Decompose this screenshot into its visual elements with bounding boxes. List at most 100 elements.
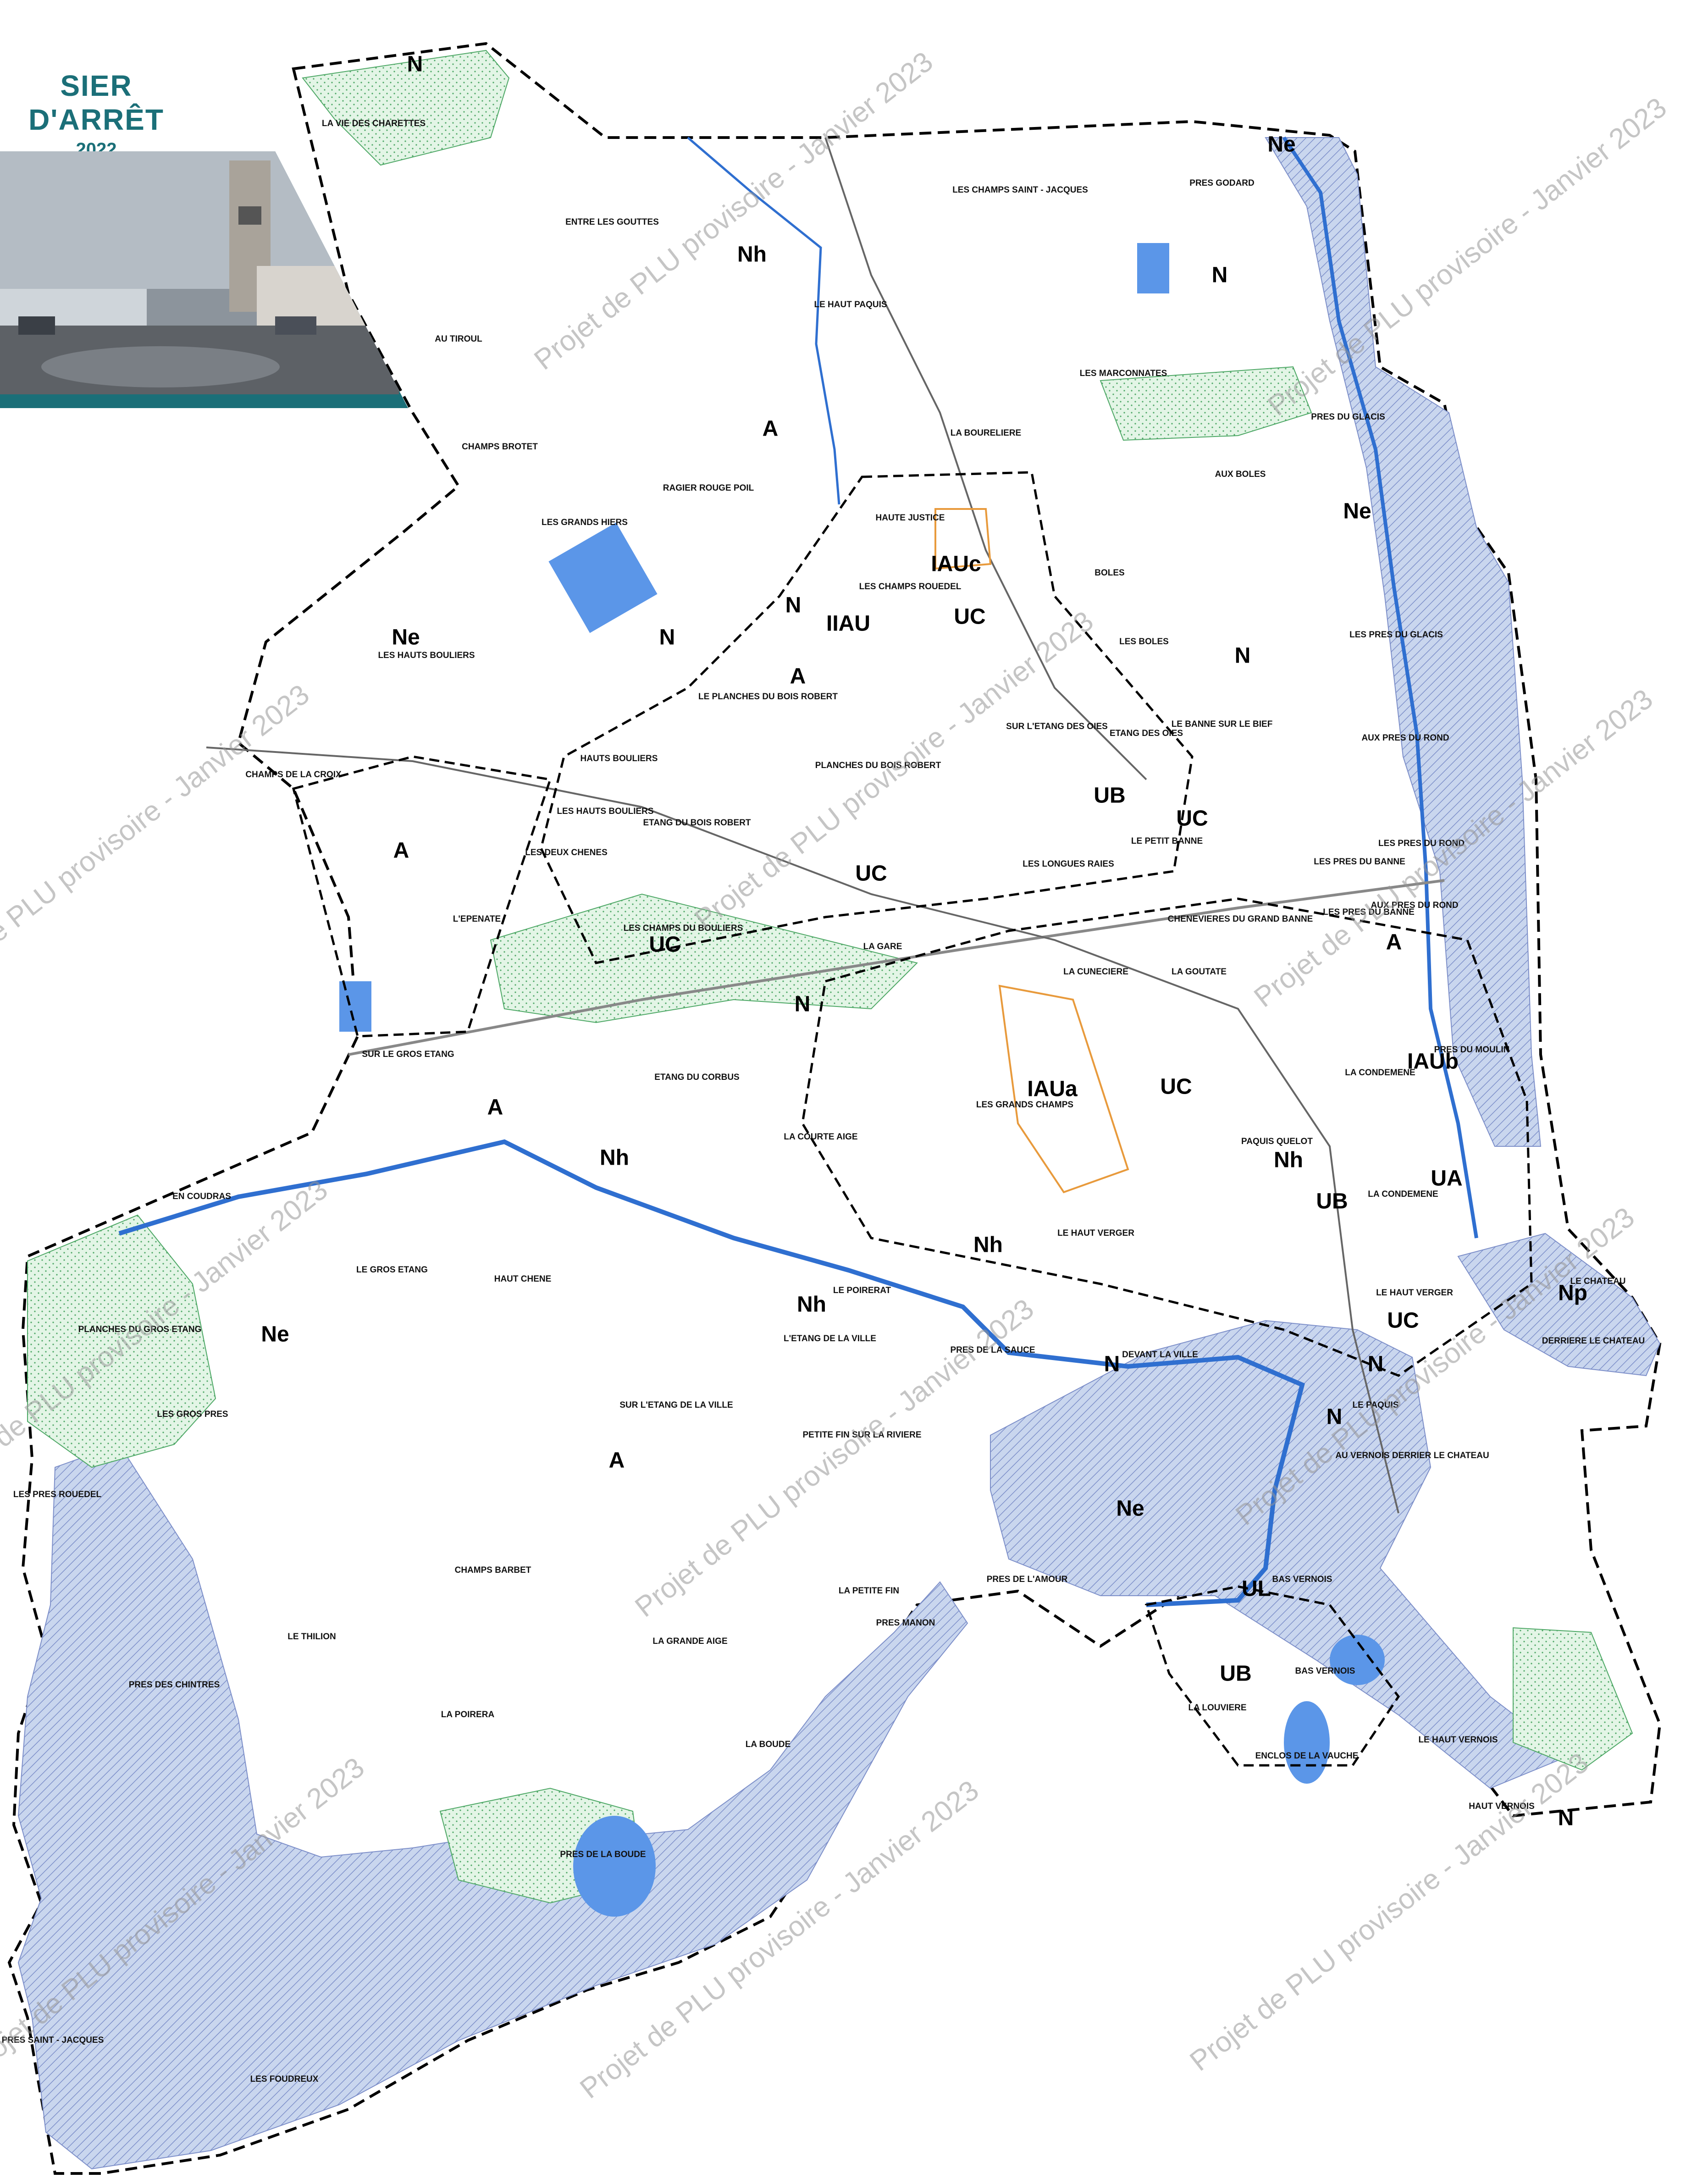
zone-label: N <box>785 593 801 618</box>
zone-label: UC <box>1387 1308 1419 1333</box>
flood-zone-corner <box>1457 1233 1661 1377</box>
zone-label: UC <box>954 604 986 629</box>
flood-zone-south <box>17 1443 968 2170</box>
place-name: CHAMPS DE LA CROIX <box>245 770 342 780</box>
place-name: ETANG DU BOIS ROBERT <box>643 818 751 828</box>
place-name: LE HAUT VERNOIS <box>1418 1735 1498 1745</box>
zone-label: A <box>790 664 806 689</box>
zone-label: IAUa <box>1027 1077 1078 1101</box>
pond-boude <box>573 1816 656 1917</box>
zone-label: N <box>1234 643 1251 668</box>
zone-label: N <box>1104 1352 1120 1377</box>
place-name: LE THILION <box>287 1632 336 1642</box>
place-name: LA CONDEMENE <box>1345 1068 1415 1078</box>
place-name: LES PRES DU GLACIS <box>1349 630 1443 640</box>
place-name: LES DEUX CHENES <box>525 848 608 857</box>
place-name: HAUT VERNOIS <box>1469 1802 1535 1811</box>
zone-label: IAUc <box>931 552 981 576</box>
place-name: LE CHATEAU <box>1570 1277 1626 1286</box>
zone-label: A <box>487 1095 503 1120</box>
place-name: ETANG DU CORBUS <box>654 1073 740 1082</box>
river-east <box>1282 136 1478 1239</box>
place-name: LES HAUTS BOULIERS <box>378 651 475 660</box>
place-name: LES PRES ROUEDEL <box>13 1490 102 1499</box>
place-name: L'ETANG DE LA VILLE <box>784 1334 876 1344</box>
pond-west <box>339 981 371 1032</box>
zone-label: UA <box>1431 1166 1463 1191</box>
zone-label: A <box>393 838 409 863</box>
place-name: DEVANT LA VILLE <box>1122 1350 1198 1360</box>
zone-label: Nh <box>1274 1148 1303 1172</box>
zone-boundary-agricultural-west <box>292 755 552 1038</box>
place-name: LA VIE DES CHARETTES <box>321 119 426 128</box>
place-name: HAUT CHENE <box>494 1274 552 1284</box>
place-name: PETITE FIN SUR LA RIVIERE <box>802 1430 922 1440</box>
stream-north <box>687 137 840 505</box>
place-name: EN COUDRAS <box>172 1192 231 1201</box>
place-name: AUX PRES DU ROND <box>1361 733 1449 743</box>
place-name: LA CONDEMENE <box>1368 1189 1438 1199</box>
pond-north <box>1137 243 1169 293</box>
place-name: LA GOUTATE <box>1172 967 1227 977</box>
place-name: ETANG DES OIES <box>1109 729 1183 738</box>
place-name: LA COURTE AIGE <box>784 1132 858 1142</box>
green-area-southeast <box>1513 1627 1633 1771</box>
place-name: PRES DE L'AMOUR <box>986 1575 1068 1584</box>
zone-label: UB <box>1316 1189 1348 1214</box>
railway <box>348 879 1445 1056</box>
place-name: PRES DU MOULIN <box>1434 1045 1510 1055</box>
village-photo <box>0 151 408 408</box>
place-name: SUR LE GROS ETANG <box>362 1050 454 1059</box>
place-name: LE HAUT PAQUIS <box>814 300 887 310</box>
place-name: LES PRES DU BANNE <box>1314 857 1405 867</box>
zone-label: Np <box>1558 1281 1587 1305</box>
zone-label: UC <box>1160 1074 1192 1099</box>
zone-label: A <box>1386 930 1402 955</box>
place-name: DERRIERE LE CHATEAU <box>1542 1336 1645 1346</box>
place-name: BAS VERNOIS <box>1272 1575 1332 1584</box>
place-name: LES GRANDS CHAMPS <box>976 1100 1074 1110</box>
zone-label: UB <box>1094 783 1126 808</box>
place-name: LA PETITE FIN <box>838 1586 900 1596</box>
place-name: LES CHAMPS DU BOULIERS <box>623 923 743 933</box>
zone-label: N <box>659 625 675 650</box>
place-name: LE POIRERAT <box>833 1286 891 1295</box>
place-name: AUX BOLES <box>1215 470 1266 479</box>
place-name: LE HAUT VERGER <box>1376 1288 1453 1298</box>
zone-label: Nh <box>973 1233 1003 1257</box>
zone-label: Ne <box>1267 132 1296 157</box>
zone-label: A <box>762 416 779 441</box>
place-name: RAGIER ROUGE POIL <box>663 483 754 493</box>
zone-label: N <box>1326 1404 1343 1429</box>
place-name: PAQUIS QUELOT <box>1241 1137 1313 1146</box>
place-name: SUR L'ETANG DE LA VILLE <box>619 1400 733 1410</box>
zone-boundary-village-south <box>801 897 1533 1377</box>
place-name: CHAMPS BROTET <box>462 442 538 452</box>
zone-boundary-vernois <box>1144 1585 1400 1767</box>
zone-label: Nh <box>737 242 767 267</box>
zone-label: N <box>407 52 423 77</box>
place-name: LE PAQUIS <box>1352 1400 1399 1410</box>
zone-label: IIAU <box>826 611 870 636</box>
zone-iauc-hatch <box>934 508 992 570</box>
place-name: LA POIRERA <box>441 1710 495 1720</box>
green-area-north-river <box>1100 366 1312 441</box>
place-name: PLANCHES DU GROS ETANG <box>78 1325 202 1334</box>
place-name: PRES DE LA BOUDE <box>560 1850 646 1859</box>
place-name: PLANCHES DU BOIS ROBERT <box>815 761 941 770</box>
place-name: AU TIROUL <box>435 334 482 344</box>
place-name: LA BOUDE <box>745 1740 791 1749</box>
place-name: LE HAUT VERGER <box>1057 1228 1134 1238</box>
river-main <box>118 1139 1305 1607</box>
place-name: LES CHAMPS ROUEDEL <box>859 582 962 592</box>
place-name: PRES DES CHINTRES <box>128 1680 220 1690</box>
zone-label: Nh <box>797 1292 826 1317</box>
zone-label: Ne <box>261 1322 289 1347</box>
place-name: LES MARCONNATES <box>1079 369 1167 378</box>
place-name: PRES DU GLACIS <box>1311 412 1385 422</box>
zone-label: Ne <box>1343 499 1371 524</box>
place-name: LES CHAMPS SAINT - JACQUES <box>952 185 1088 195</box>
zone-label: Ne <box>1116 1496 1144 1521</box>
place-name: PRES MANON <box>876 1618 935 1628</box>
zone-boundary-village-north <box>540 471 1194 964</box>
